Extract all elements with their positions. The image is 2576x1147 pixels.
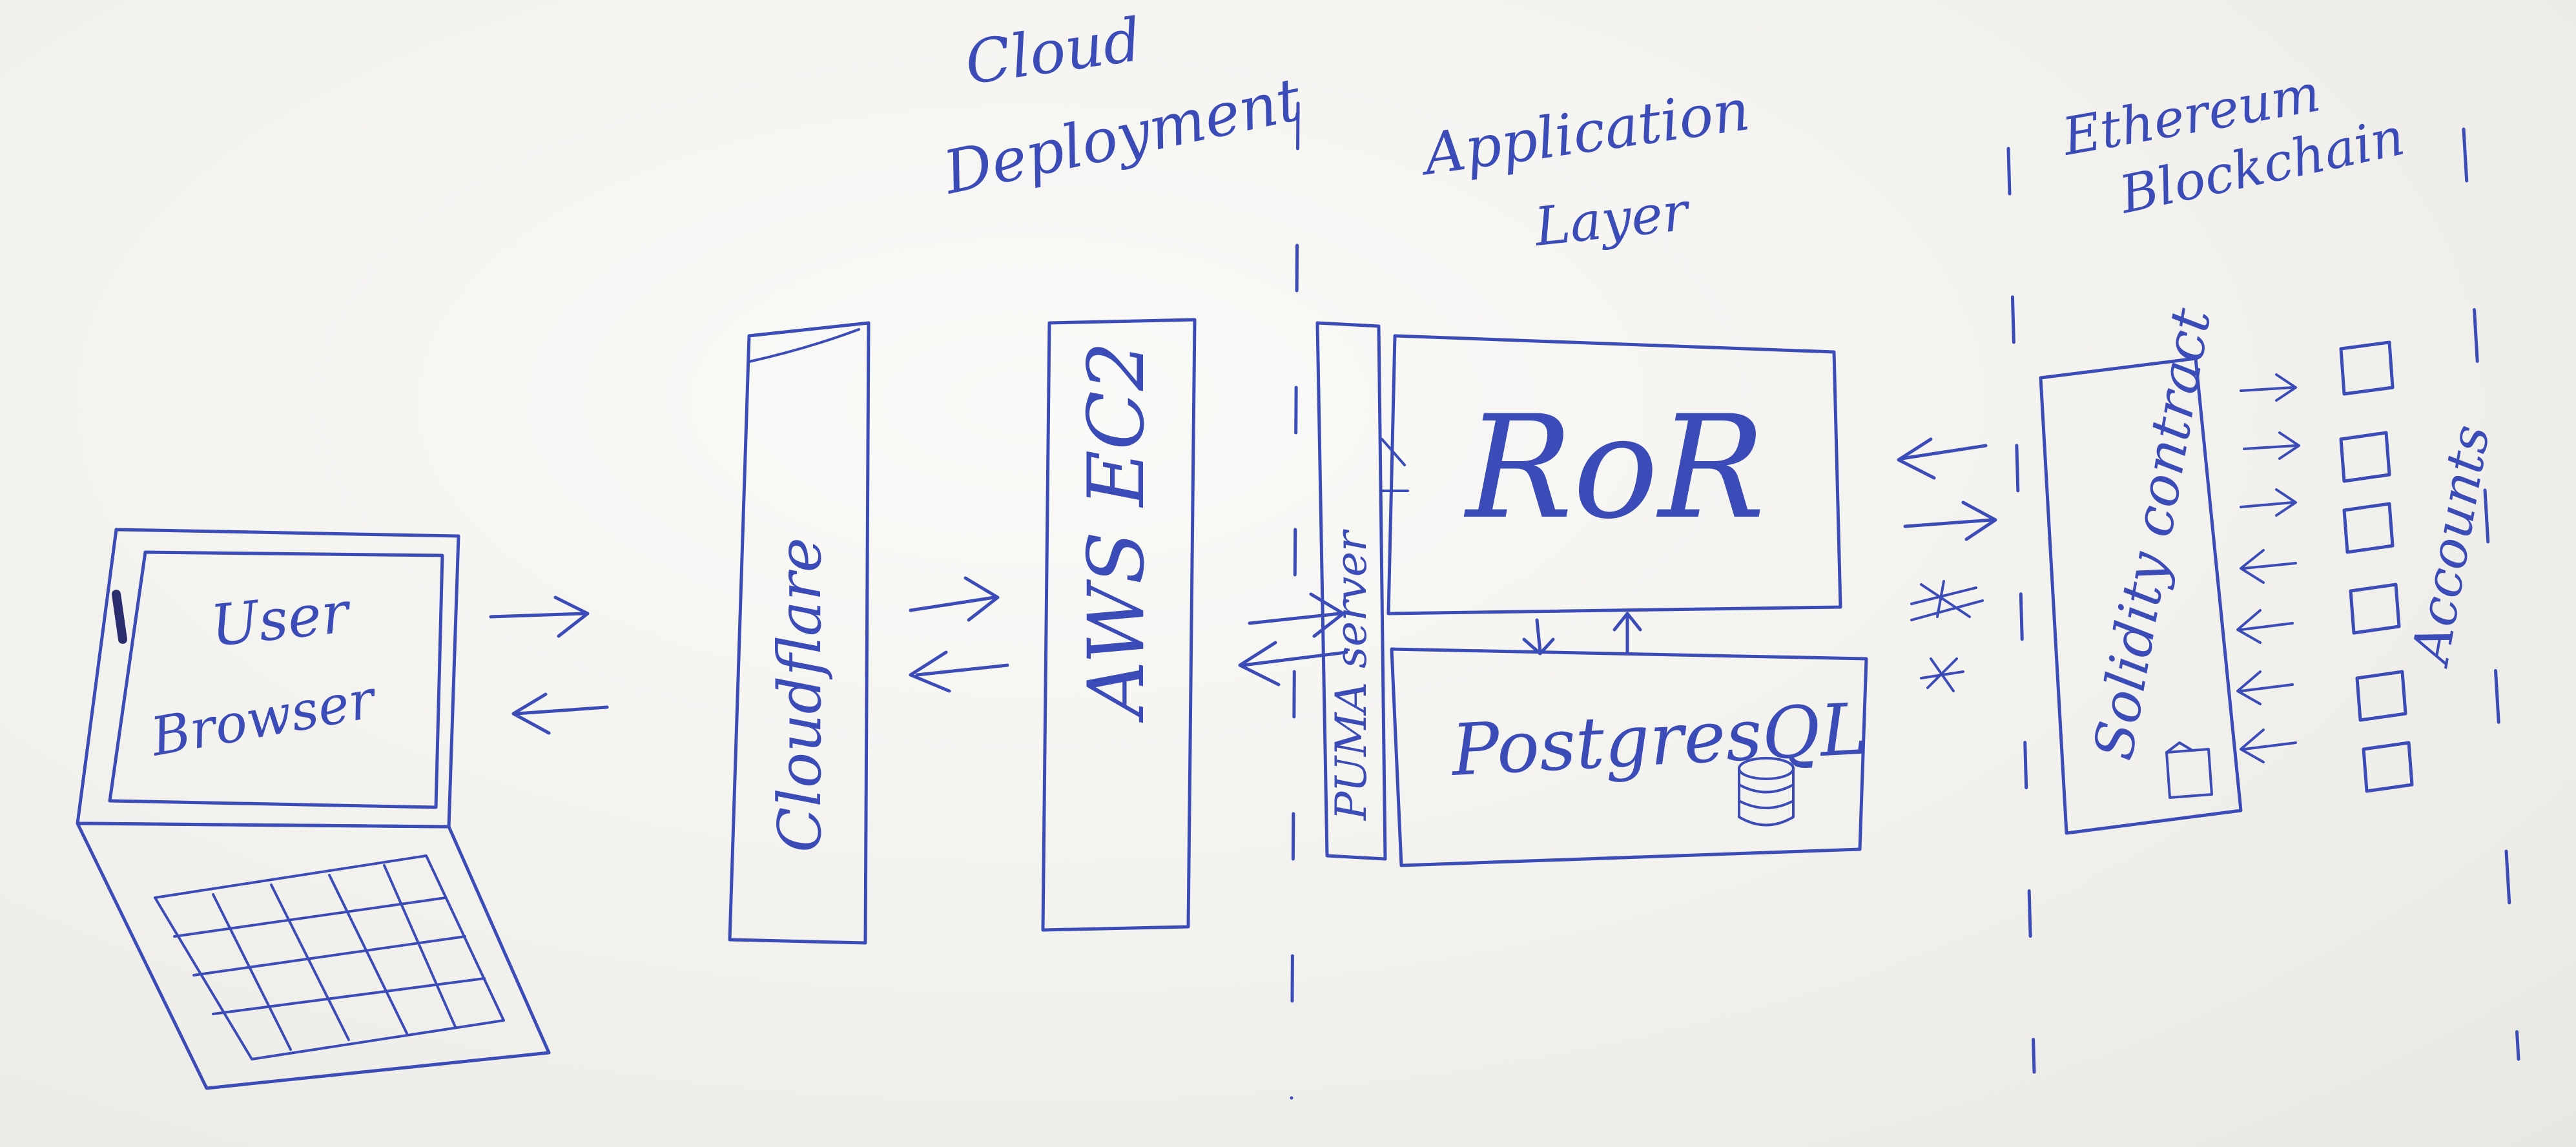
- arrow-right-icon: [909, 576, 1000, 622]
- scribble-mark: [1920, 657, 1964, 692]
- postgres-label: PostgresQL: [1448, 687, 1870, 792]
- solidity-contract-box: [2039, 356, 2243, 835]
- puma-server-label: PUMA server: [1326, 529, 1376, 821]
- aws-ec2-label: AWS EC2: [1072, 342, 1162, 723]
- laptop-screen-inner: [108, 550, 444, 809]
- arrow-left-icon: [1238, 641, 1348, 687]
- database-icon: [1738, 757, 1795, 827]
- solidity-contract-label: Solidity contract: [2081, 304, 2223, 764]
- laptop-icon: [76, 528, 551, 1090]
- divider-app-eth: [2006, 147, 2036, 1074]
- section-application-layer: Application Layer: [1416, 76, 1754, 258]
- section-cloud-line1: Cloud: [961, 5, 1146, 98]
- arrows-cloudflare-aws: [909, 576, 1009, 693]
- account-box: [2339, 431, 2391, 483]
- arrow-up-icon: [1613, 612, 1642, 654]
- section-cloud-deployment: Cloud Deployment: [936, 5, 1308, 208]
- arrows-contract-accounts: [2236, 373, 2300, 763]
- section-app-line2: Layer: [1530, 181, 1694, 258]
- arrow-left-icon: [1897, 437, 1988, 480]
- arrows-ror-solidity: [1897, 437, 1997, 692]
- account-box: [2362, 741, 2414, 793]
- arrow-left-icon: [909, 650, 1009, 693]
- arrows-ror-postgres: [1522, 612, 1642, 656]
- account-box: [2342, 502, 2395, 554]
- arrow-left-icon: [2240, 549, 2297, 584]
- ror-box: [1386, 334, 1842, 615]
- ror-label: RoR: [1463, 385, 1766, 550]
- divider-eth-right: [2462, 127, 2520, 1061]
- arrow-right-icon: [1903, 501, 1997, 541]
- account-boxes: [2339, 340, 2414, 793]
- laptop-screen-outer: [76, 528, 460, 829]
- laptop-keyboard: [154, 854, 505, 1060]
- puma-server-box: [1315, 321, 1387, 861]
- laptop-camera-mark: [112, 590, 127, 644]
- account-box: [2355, 670, 2407, 722]
- arrow-right-icon: [2240, 488, 2297, 517]
- cloudflare-shading: [748, 328, 860, 363]
- scribble-mark: [1910, 580, 1984, 621]
- ror-connector-mark: [1381, 438, 1409, 492]
- section-app-line1: Application: [1416, 76, 1754, 189]
- divider-cloud-app: [1290, 101, 1300, 1100]
- user-label-line1: User: [207, 579, 355, 659]
- arrow-right-icon: [489, 595, 590, 638]
- cloudflare-label: Cloudflare: [765, 537, 834, 852]
- contract-doc-icon: [2165, 741, 2213, 799]
- arrow-left-icon: [2240, 728, 2297, 763]
- arrow-right-icon: [2243, 431, 2300, 460]
- arrow-left-icon: [2236, 609, 2294, 644]
- laptop-base: [76, 822, 551, 1090]
- user-label-line2: Browser: [145, 668, 382, 769]
- arrow-left-icon: [511, 692, 609, 735]
- arrow-down-icon: [1522, 618, 1555, 656]
- arrows-user-cloudflare: [489, 595, 609, 735]
- laptop-keys: [173, 864, 486, 1051]
- aws-ec2-box: [1041, 318, 1197, 932]
- postgres-box: [1390, 647, 1868, 867]
- section-ethereum-blockchain: Ethereum Blockchain: [2057, 63, 2409, 225]
- account-box: [2339, 340, 2395, 396]
- arrow-left-icon: [2236, 670, 2294, 705]
- accounts-label: Accounts: [2400, 420, 2501, 672]
- arrow-right-icon: [2240, 373, 2297, 402]
- cloudflare-box: [728, 321, 871, 945]
- account-box: [2349, 583, 2401, 635]
